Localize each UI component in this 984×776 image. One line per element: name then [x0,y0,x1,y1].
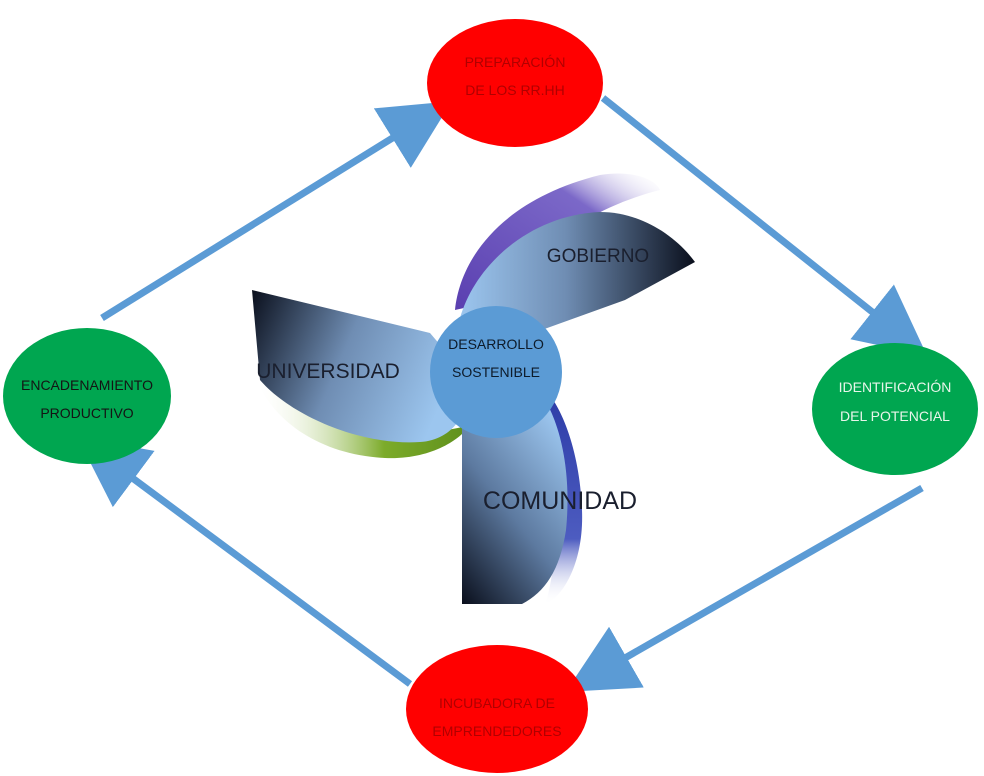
universidad-label: UNIVERSIDAD [256,360,400,383]
node-identificacion-line1: IDENTIFICACIÓN [839,379,952,395]
node-encadenamiento-line2: PRODUCTIVO [40,405,133,421]
arrow-bottom-to-left [77,437,413,687]
node-encadenamiento-line1: ENCADENAMIENTO [21,377,153,393]
node-incubadora-line2: EMPRENDEDORES [432,723,561,739]
node-encadenamiento [3,328,171,464]
arrow-top-to-right [600,95,927,356]
center-circle [430,306,562,438]
node-preparacion-line1: PREPARACIÓN [465,54,566,70]
node-identificacion [812,343,978,475]
center-label-line2: SOSTENIBLE [452,364,540,380]
center-label-line1: DESARROLLO [448,336,544,352]
comunidad-label: COMUNIDAD [483,487,637,515]
arrow-right-to-bottom [565,484,924,692]
universidad-blade [252,290,470,443]
node-incubadora-line1: INCUBADORA DE [439,695,555,711]
node-incubadora [406,645,588,773]
node-identificacion-line2: DEL POTENCIAL [840,408,950,424]
node-preparacion [427,19,603,147]
node-preparacion-line2: DE LOS RR.HH [465,82,565,98]
gobierno-label: GOBIERNO [547,246,649,267]
arrow-left-to-top [100,101,452,321]
